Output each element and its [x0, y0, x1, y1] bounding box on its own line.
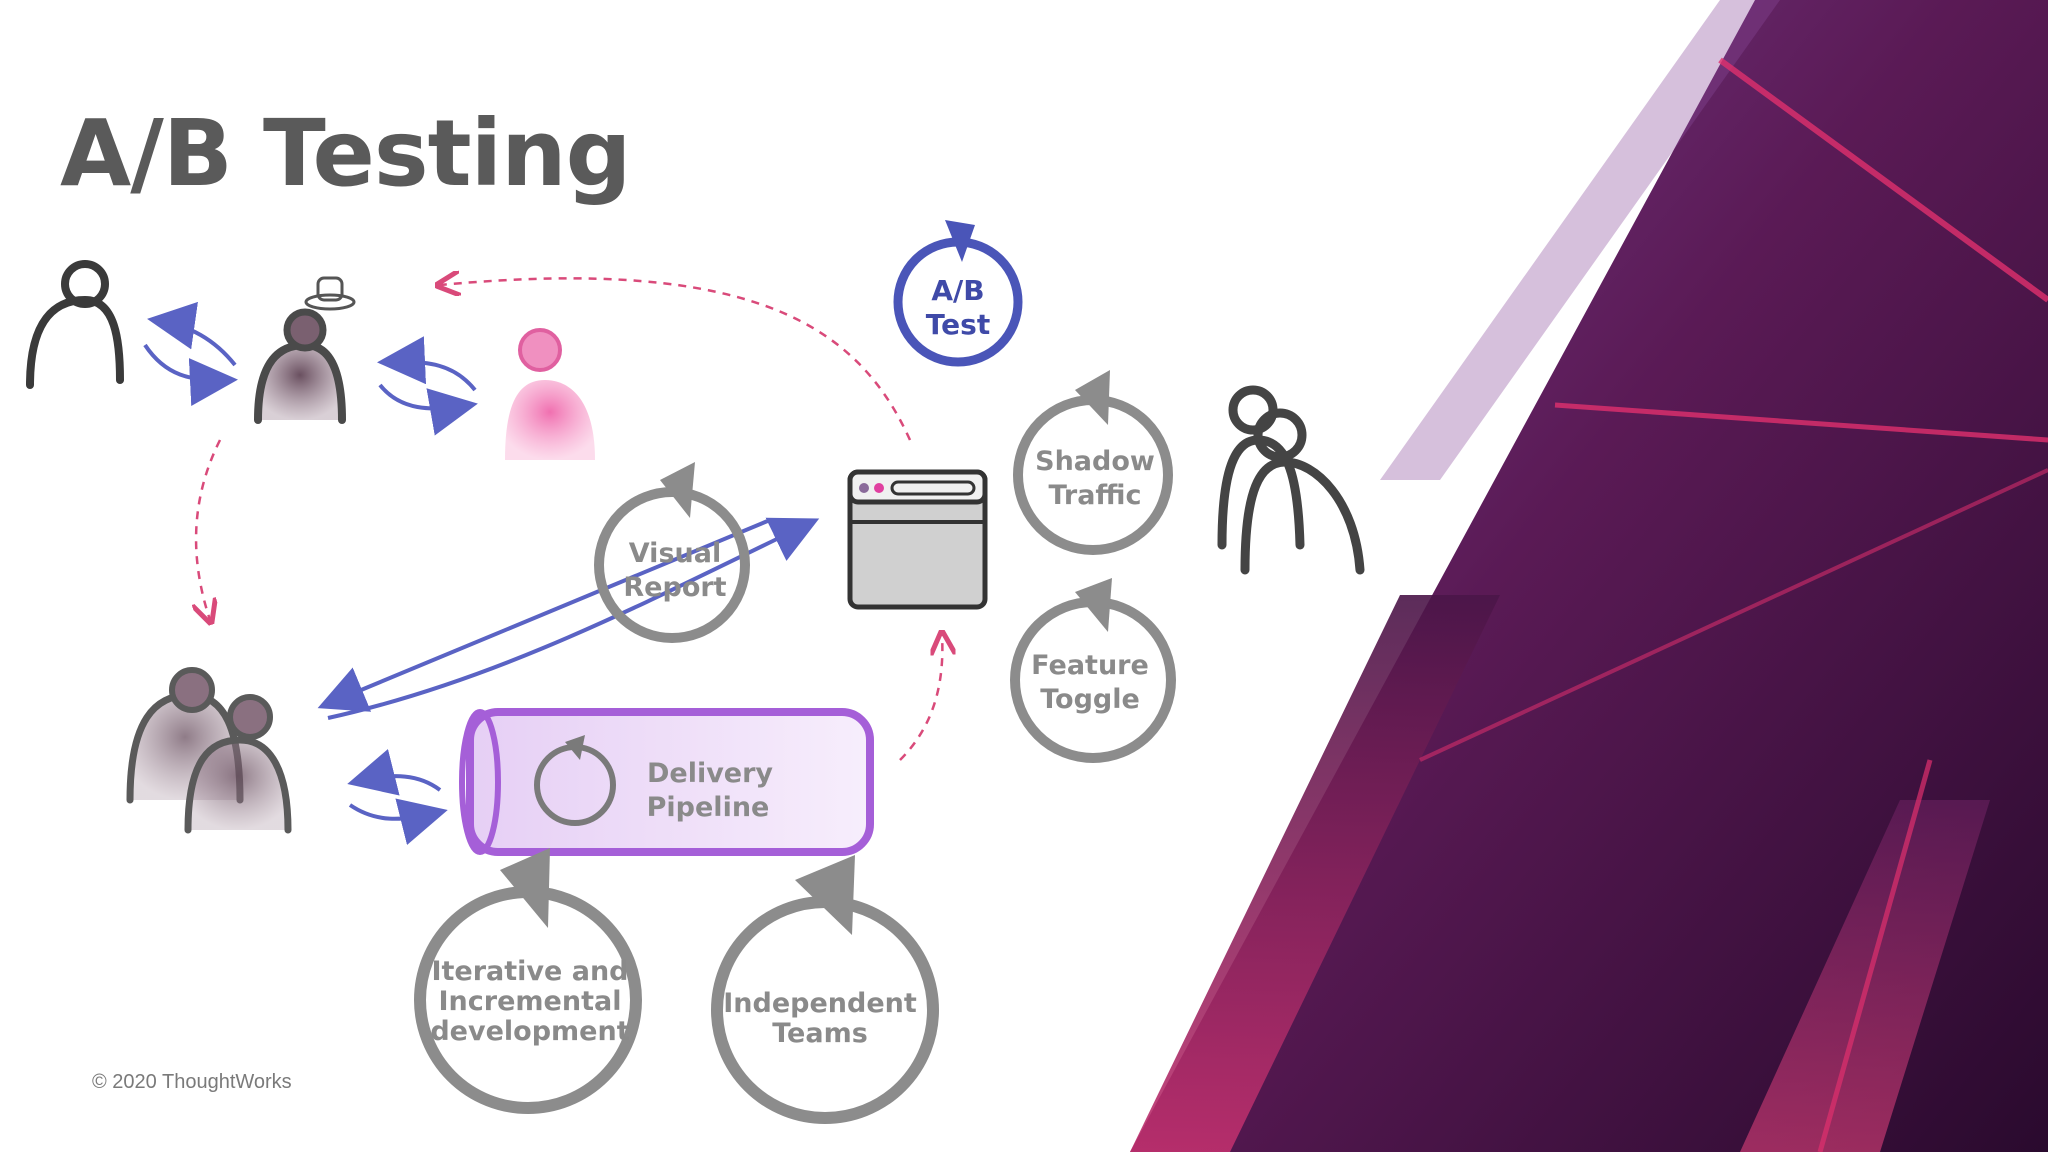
shadow-traffic-label-line1: Shadow: [1035, 446, 1155, 477]
feature-toggle-label: Feature Toggle: [1031, 650, 1149, 715]
shadow-traffic-loop: [1013, 370, 1173, 555]
team-pipeline-arrows: [347, 749, 448, 845]
ab-test-label-line2: Test: [926, 308, 990, 341]
dashed-feedback-arc-top: [440, 278, 912, 441]
person-with-hat-icon: [254, 276, 356, 424]
delivery-pipeline-label-line1: Delivery: [647, 758, 773, 789]
stakeholders-icon: [1217, 385, 1365, 575]
copyright-footer: © 2020 ThoughtWorks: [92, 1071, 292, 1093]
feature-toggle-label-line1: Feature: [1031, 650, 1149, 681]
slide-title: A/B Testing: [60, 100, 632, 207]
delivery-pipeline-cylinder: [459, 708, 874, 856]
independent-teams-label-line1: Independent: [723, 988, 917, 1019]
visual-report-label-line1: Visual: [629, 538, 721, 569]
exchange-arrows-1: [143, 301, 238, 406]
iterative-label-line2: Incremental: [439, 986, 622, 1017]
iterative-label: Iterative and Incremental development: [430, 956, 629, 1047]
exchange-arrows-2: [377, 336, 478, 436]
visual-report-loop: [594, 462, 750, 643]
ab-test-label: A/B Test: [926, 274, 990, 341]
independent-teams-loop: [711, 855, 939, 1124]
dashed-feedback-arc-right: [899, 635, 942, 761]
iterative-development-loop: [414, 848, 642, 1114]
ab-test-loop: [893, 220, 1023, 367]
team-icon: [126, 667, 292, 834]
shadow-traffic-label: Shadow Traffic: [1035, 446, 1155, 511]
visual-report-label-line2: Report: [623, 572, 726, 603]
shadow-traffic-label-line2: Traffic: [1048, 480, 1141, 511]
independent-teams-label: Independent Teams: [723, 988, 917, 1049]
visual-report-label: Visual Report: [623, 538, 726, 603]
delivery-pipeline-label-line2: Pipeline: [647, 792, 770, 823]
delivery-pipeline-label: Delivery Pipeline: [647, 758, 774, 823]
independent-teams-label-line2: Teams: [772, 1018, 868, 1049]
iterative-label-line3: development: [430, 1016, 629, 1047]
person-outline-icon: [26, 260, 124, 389]
feature-toggle-loop: [1010, 578, 1176, 763]
ab-test-label-line1: A/B: [931, 274, 984, 307]
person-pink-icon: [505, 328, 595, 460]
iterative-label-line1: Iterative and: [431, 956, 628, 987]
feature-toggle-label-line2: Toggle: [1040, 684, 1140, 715]
browser-window-icon: [847, 469, 988, 610]
dashed-feedback-arc-left: [196, 439, 222, 620]
